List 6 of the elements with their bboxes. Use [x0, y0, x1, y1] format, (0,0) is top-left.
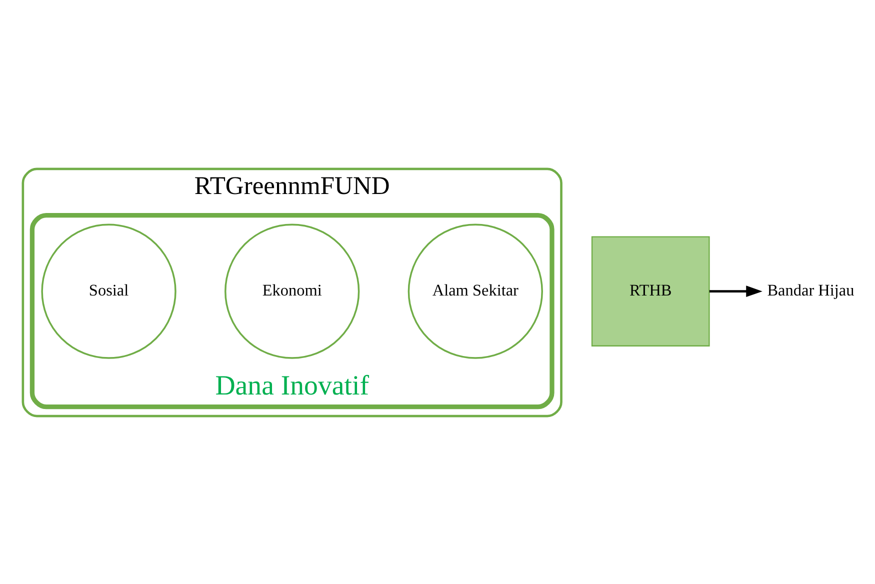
node-text: Bandar Hijau	[766, 281, 854, 300]
node-circle: Alam Sekitar	[407, 223, 542, 358]
arrow	[708, 285, 762, 297]
node-box: RTHB	[590, 236, 710, 346]
node-circle: Ekonomi	[224, 223, 360, 358]
node-circle: Sosial	[40, 223, 176, 358]
